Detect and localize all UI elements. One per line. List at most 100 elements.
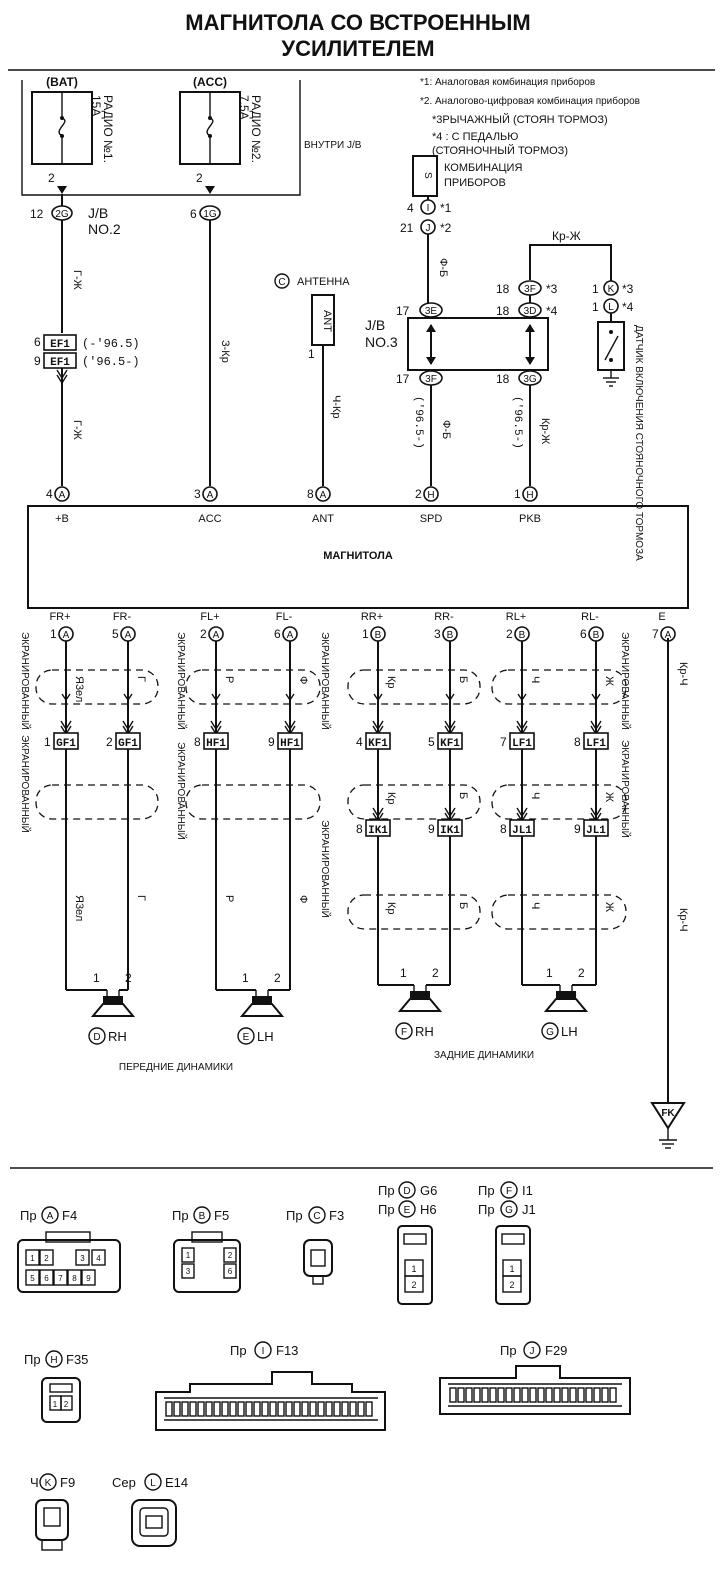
conn-b-prefix: Пр xyxy=(172,1208,189,1223)
note-2: *2. Аналогово-цифровая комбинация прибор… xyxy=(420,95,640,107)
radio-bottom-pin-name: RR- xyxy=(434,611,454,623)
speaker-conn1-name: LF1 xyxy=(512,738,532,750)
shield-label-6: ЭКРАНИРОВАННЫЙ xyxy=(319,820,332,918)
radio-bottom-pin-num: 2 xyxy=(200,627,207,641)
radio-top-pin-num: 8 xyxy=(307,487,314,501)
conn-k-letter: K xyxy=(45,1478,52,1489)
fuse-bat-name: РАДИО №1. xyxy=(101,95,115,163)
speaker-wire-color: Р xyxy=(223,676,235,683)
speaker-pin-1: 1 xyxy=(400,966,407,980)
radio-bottom-pin-num: 2 xyxy=(506,627,513,641)
jb3-pin-18a: 18 xyxy=(496,304,510,318)
pb-conn-k: K xyxy=(608,284,615,295)
connector-h: Пр H F35 1 2 xyxy=(24,1350,88,1423)
conn-d-letter: D xyxy=(403,1186,410,1197)
shield-label-7: ЭКРАНИРОВАННЫЙ xyxy=(619,632,632,730)
radio-bottom-pin-name: FR+ xyxy=(49,611,70,623)
jb3: J/B NO.3 17 3E 18 3D *4 17 3F 18 3G xyxy=(365,302,558,386)
speaker-conn1-box xyxy=(365,732,391,750)
radio-bottom-pin-conn: B xyxy=(375,630,382,641)
jb3-pin-18b: 18 xyxy=(496,372,510,386)
conn-d-code: G6 xyxy=(420,1183,437,1198)
shield-label-5: ЭКРАНИРОВАННЫЙ xyxy=(319,632,332,730)
ef1-note-2: ('96.5-) xyxy=(82,355,140,369)
speaker-conn1-pin: 9 xyxy=(268,735,275,749)
speaker-conn2-pin: 9 xyxy=(574,822,581,836)
radio-top-pin-name: PKB xyxy=(519,513,541,525)
speaker-conn1-name: HF1 xyxy=(206,738,226,750)
combo-conn-i: I xyxy=(427,203,430,214)
conn-e-prefix: Пр xyxy=(378,1202,395,1217)
speaker-conn1-pin: 7 xyxy=(500,735,507,749)
combo-label-2: ПРИБОРОВ xyxy=(444,177,506,189)
conn-a-pin: 1 xyxy=(30,1254,35,1263)
speaker-conn2-name: JL1 xyxy=(512,825,532,837)
speaker-icon xyxy=(543,998,589,1012)
conn-a-pin: 3 xyxy=(80,1254,85,1263)
speaker-pin-2: 2 xyxy=(125,971,132,985)
speaker-wire-color-mid: Кр xyxy=(385,792,397,805)
conn-h-letter: H xyxy=(50,1355,57,1366)
speaker-wire-color-mid: Ж xyxy=(603,792,615,802)
connector-de: Пр D G6 Пр E H6 1 2 xyxy=(378,1181,437,1305)
rear-speakers-label: ЗАДНИЕ ДИНАМИКИ xyxy=(434,1050,534,1061)
speaker-conn1-box xyxy=(53,732,79,750)
radio-bottom-pin-conn: B xyxy=(593,630,600,641)
ef1-pin-9: 9 xyxy=(34,354,41,368)
radio-top-pin-name: ANT xyxy=(312,513,334,525)
radio-bottom-pin-conn: A xyxy=(287,630,294,641)
conn-i-letter: I xyxy=(262,1346,265,1357)
speaker-conn1-box xyxy=(583,732,609,750)
conn-i-code: F13 xyxy=(276,1343,298,1358)
combo-conn-j: J xyxy=(426,223,431,234)
ef1-pin-6: 6 xyxy=(34,335,41,349)
speaker-icon xyxy=(397,998,443,1012)
pb-note-3b: *3 xyxy=(622,282,634,296)
fuse-acc-name: РАДИО №2. xyxy=(249,95,263,163)
speaker-wire-color-bottom: Ф xyxy=(297,895,309,903)
combo-pin-4: 4 xyxy=(407,201,414,215)
speaker-conn1-pin: 8 xyxy=(574,735,581,749)
speaker-conn1-name: HF1 xyxy=(280,738,300,750)
antenna-letter: C xyxy=(278,277,285,288)
speaker-wire-color-bottom: Р xyxy=(223,895,235,902)
radio-top-pin-circle xyxy=(315,486,331,502)
conn-a-pin: 6 xyxy=(44,1274,49,1283)
speaker-wire-color-mid: Ч xyxy=(529,792,541,799)
combo-note-1: *1 xyxy=(440,201,452,215)
fuse-acc: (ACC) РАДИО №2. 7.5A 2 xyxy=(179,75,263,194)
conn-j-prefix: Пр xyxy=(500,1343,517,1358)
radio-top-pin-conn: A xyxy=(59,490,66,501)
conn-a-pin: 4 xyxy=(96,1254,101,1263)
radio-bottom-pin-conn: B xyxy=(519,630,526,641)
antenna-label: АНТЕННА xyxy=(297,276,350,288)
radio-name: МАГНИТОЛА xyxy=(323,550,393,562)
radio-bottom-pin-num: 3 xyxy=(434,627,441,641)
radio-bottom-pin-name: FR- xyxy=(113,611,132,623)
speaker-pin-2: 2 xyxy=(432,966,439,980)
jb2-conn-bat: 2G xyxy=(55,209,69,220)
speaker-conn1-pin: 2 xyxy=(106,735,113,749)
wire-chkr: Ч-Кр xyxy=(330,395,342,419)
radio-bottom-pin-num: 5 xyxy=(112,627,119,641)
radio-top-pin-num: 1 xyxy=(514,487,521,501)
speaker-conn1-box xyxy=(277,732,303,750)
speaker-conn1-box xyxy=(437,732,463,750)
antenna-pin: 1 xyxy=(308,347,315,361)
radio-top-pin-conn: A xyxy=(320,490,327,501)
conn-a-pin: 8 xyxy=(72,1274,77,1283)
speaker-wire-color: Ф xyxy=(297,676,309,684)
conn-i-prefix: Пр xyxy=(230,1343,247,1358)
fuse-bat-amp: 15A xyxy=(89,95,103,116)
radio-top-pin-circle xyxy=(54,486,70,502)
jb2-pin-bat: 12 xyxy=(30,207,44,221)
speaker-wire-color-bottom: Ч xyxy=(529,902,541,909)
speaker-conn1-box xyxy=(509,732,535,750)
radio-bottom-pin-conn: A xyxy=(63,630,70,641)
jb2-label-2: NO.2 xyxy=(88,221,121,237)
conn-fg-pin-2: 2 xyxy=(509,1280,514,1290)
jb3-pin-17b: 17 xyxy=(396,372,410,386)
